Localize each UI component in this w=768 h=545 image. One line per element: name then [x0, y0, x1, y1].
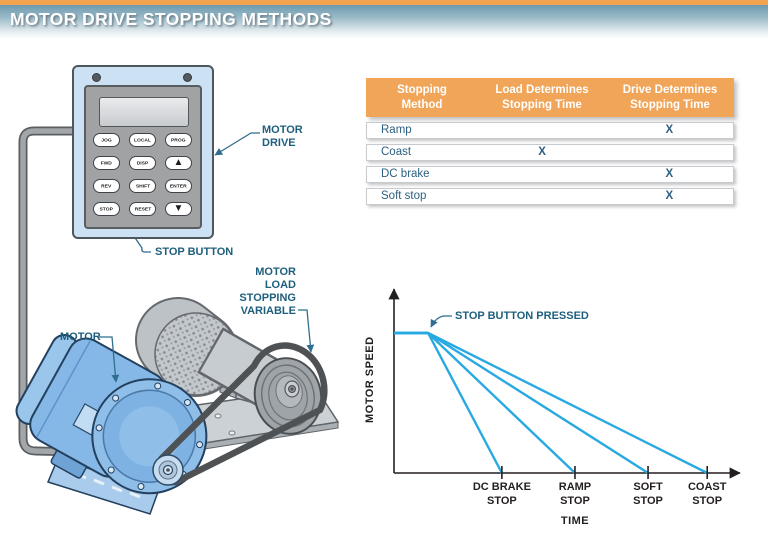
x-tick-label: DC BRAKE STOP [472, 481, 531, 507]
stop-button-label: STOP BUTTON [155, 246, 234, 258]
stop-button-pressed-annotation: STOP BUTTON PRESSED [455, 310, 589, 322]
stopping-methods-table: Stopping Method Load Determines Stopping… [366, 78, 734, 205]
title-bar: MOTOR DRIVE STOPPING METHODS [0, 5, 768, 39]
page-title: MOTOR DRIVE STOPPING METHODS [10, 9, 332, 29]
down-arrow-icon: ▼ [173, 203, 184, 214]
motor-drive-keypad: JOG LOCAL PROG FWD DISP ▲ REV SHIFT ENTE… [72, 65, 214, 239]
x-tick-label: COAST STOP [687, 481, 727, 507]
table-header-row: Stopping Method Load Determines Stopping… [366, 78, 734, 117]
button-label: DISP [136, 160, 149, 166]
keypad-buttons: JOG LOCAL PROG FWD DISP ▲ REV SHIFT ENTE… [93, 133, 192, 216]
method-cell: Ramp [381, 124, 412, 137]
button-label: FWD [100, 160, 113, 166]
keypad-button-enter: ENTER [165, 179, 192, 193]
x-axis-label: TIME [560, 515, 590, 527]
keypad-panel: JOG LOCAL PROG FWD DISP ▲ REV SHIFT ENTE… [84, 85, 202, 229]
method-cell: DC brake [381, 168, 430, 181]
motor-label: MOTOR [60, 331, 101, 343]
keypad-button-disp: DISP [129, 156, 156, 170]
stopping-time-chart: MOTOR SPEED STOP BUTTON PRESSED DC BRAKE… [360, 265, 768, 545]
button-label: RESET [134, 206, 151, 212]
motor-drive-label: MOTOR DRIVE [262, 124, 303, 149]
keypad-button-shift: SHIFT [129, 179, 156, 193]
motor-load-leader-line [298, 309, 315, 353]
chart-canvas [388, 288, 741, 479]
x-tick-label: SOFT STOP [633, 481, 663, 507]
up-arrow-icon: ▲ [173, 157, 184, 168]
annotation-leader-line [430, 315, 452, 328]
load-pulley-hub [284, 380, 300, 398]
load-wheel [135, 297, 239, 397]
keypad-button-jog: JOG [93, 133, 120, 147]
motor-pulley [152, 454, 184, 486]
load-cell: X [538, 146, 546, 159]
button-label: STOP [99, 206, 114, 212]
table-row: Soft stop X [366, 187, 734, 205]
motor-load-label: MOTOR LOAD STOPPING VARIABLE [239, 266, 296, 317]
table-row: Coast X [366, 143, 734, 161]
drive-cell: X [665, 124, 674, 137]
keypad-button-local: LOCAL [129, 133, 156, 147]
button-label: JOG [101, 137, 112, 143]
drive-cell: X [665, 190, 674, 203]
button-label: LOCAL [133, 137, 152, 143]
method-cell: Coast [381, 146, 412, 159]
keypad-display [99, 97, 189, 127]
keypad-button-prog: PROG [165, 133, 192, 147]
screw-icon [183, 73, 192, 82]
x-tick-label: RAMP STOP [558, 481, 592, 507]
column-header-stopping-method: Stopping Method [397, 84, 447, 111]
keypad-button-up: ▲ [165, 156, 192, 170]
motor-leader-line [99, 336, 120, 383]
speed-line-coast-stop [394, 331, 708, 475]
button-label: SHIFT [135, 183, 150, 189]
drive-cell: X [665, 168, 674, 181]
speed-line-ramp-stop [394, 331, 576, 474]
speed-line-dc-brake-stop [394, 331, 503, 474]
keypad-button-down: ▼ [165, 202, 192, 216]
button-label: ENTER [170, 183, 187, 189]
speed-line-soft-stop [394, 331, 649, 475]
table-row: Ramp X [366, 121, 734, 139]
method-cell: Soft stop [381, 190, 427, 203]
keypad-button-rev: REV [93, 179, 120, 193]
y-axis-label: MOTOR SPEED [364, 336, 376, 424]
keypad-button-fwd: FWD [93, 156, 120, 170]
keypad-button-stop: STOP [93, 202, 120, 216]
top-orange-strip [0, 0, 768, 5]
column-header-drive-determines: Drive Determines Stopping Time [622, 84, 718, 111]
button-label: REV [101, 183, 112, 189]
column-header-load-determines: Load Determines Stopping Time [495, 84, 589, 111]
drive-to-motor-cable [18, 126, 81, 457]
table-row: DC brake X [366, 165, 734, 183]
stop-button-leader-line [128, 228, 151, 253]
motor-drive-leader-line [214, 132, 260, 156]
keypad-button-reset: RESET [129, 202, 156, 216]
button-label: PROG [171, 137, 186, 143]
screw-icon [92, 73, 101, 82]
